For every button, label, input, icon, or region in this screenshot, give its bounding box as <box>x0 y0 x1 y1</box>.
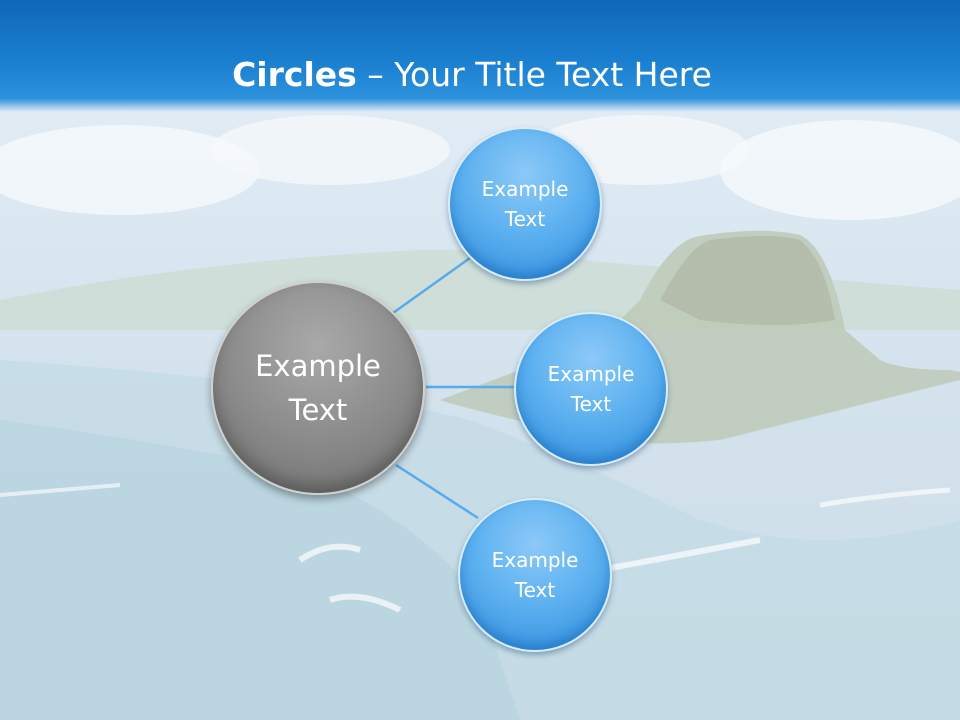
slide-title: Circles – Your Title Text Here <box>0 52 944 98</box>
connector-top <box>392 256 471 315</box>
title-rest: – Your Title Text Here <box>356 55 712 94</box>
center-circle-label: Example Text <box>255 349 381 427</box>
title-bold: Circles <box>232 55 357 94</box>
title-bar <box>0 0 960 112</box>
satellite-circle-label: Example Text <box>491 548 579 602</box>
connector-bottom <box>395 463 479 520</box>
satellite-circle-top[interactable]: Example Text <box>448 127 602 281</box>
satellite-circle-middle[interactable]: Example Text <box>514 312 668 466</box>
satellite-circle-bottom[interactable]: Example Text <box>458 498 612 652</box>
center-circle[interactable]: Example Text <box>211 281 425 495</box>
satellite-circle-label: Example Text <box>481 177 569 231</box>
satellite-circle-label: Example Text <box>547 362 635 416</box>
